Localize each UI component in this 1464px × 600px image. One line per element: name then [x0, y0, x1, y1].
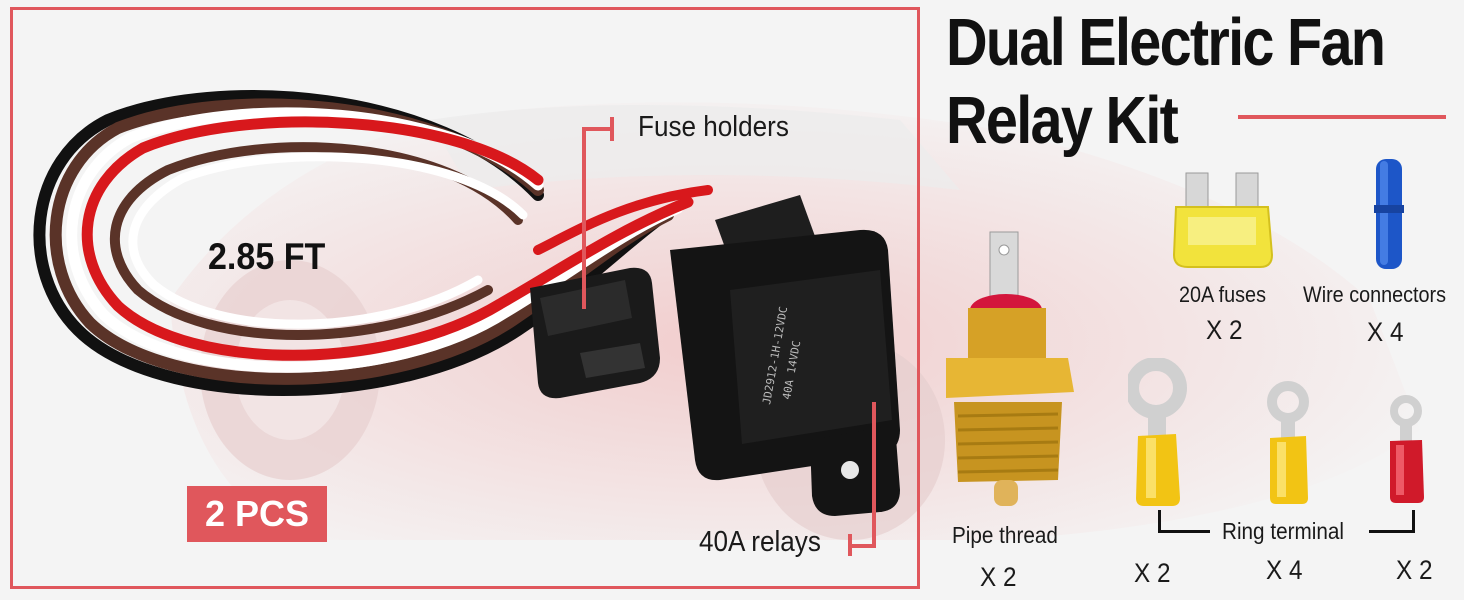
part-qty-ring-terminal: X 4: [1266, 555, 1303, 585]
fuse-20a-image: [1172, 172, 1274, 268]
fuse-holder: [530, 267, 660, 399]
harness-frame: [10, 7, 920, 589]
harness-length: 2.85 FT: [208, 236, 326, 277]
ring-bracket-left-vertical: [1158, 510, 1161, 532]
ring-bracket-right-horizontal: [1369, 530, 1415, 533]
ring-terminal-yellow-small: [1267, 381, 1309, 504]
part-name-connectors: Wire connectors: [1303, 282, 1447, 307]
fuse-leader-tick: [610, 117, 614, 141]
ring-bracket-left-horizontal: [1158, 530, 1210, 533]
callout-fuse-holders: Fuse holders: [638, 111, 789, 143]
product-title: Dual Electric Fan Relay Kit: [946, 4, 1391, 160]
relay-leader-vertical: [872, 402, 876, 548]
relay-leader-tick: [848, 534, 852, 556]
fuse-leader-horizontal: [582, 127, 612, 131]
quantity-badge: 2 PCS: [187, 486, 327, 542]
part-qty-connectors: X 4: [1367, 317, 1404, 347]
part-name-pipe-thread: Pipe thread: [952, 522, 1058, 548]
part-qty-ring-right: X 2: [1396, 555, 1433, 585]
part-qty-pipe-thread: X 2: [980, 562, 1017, 592]
wire-connector-image: [1374, 159, 1404, 269]
ring-terminal-red: [1390, 395, 1424, 503]
part-qty-ring-left: X 2: [1134, 558, 1171, 588]
title-line-1: Dual Electric Fan: [946, 5, 1386, 80]
title-line-2: Relay Kit: [946, 83, 1179, 158]
title-rule: [1238, 115, 1446, 119]
ring-bracket-right-vertical: [1412, 510, 1415, 532]
relay: JD2912-1H-12VDC 40A 14VDC: [670, 195, 900, 516]
ring-terminal-yellow-large: [1128, 358, 1187, 506]
callout-relays: 40A relays: [699, 526, 821, 558]
part-name-ring-terminal: Ring terminal: [1222, 518, 1344, 544]
part-name-fuses: 20A fuses: [1179, 282, 1266, 307]
relay-leader-horizontal: [850, 544, 876, 548]
fuse-leader-vertical: [582, 127, 586, 309]
part-qty-fuses: X 2: [1206, 315, 1243, 345]
temperature-switch-image: [946, 231, 1074, 506]
